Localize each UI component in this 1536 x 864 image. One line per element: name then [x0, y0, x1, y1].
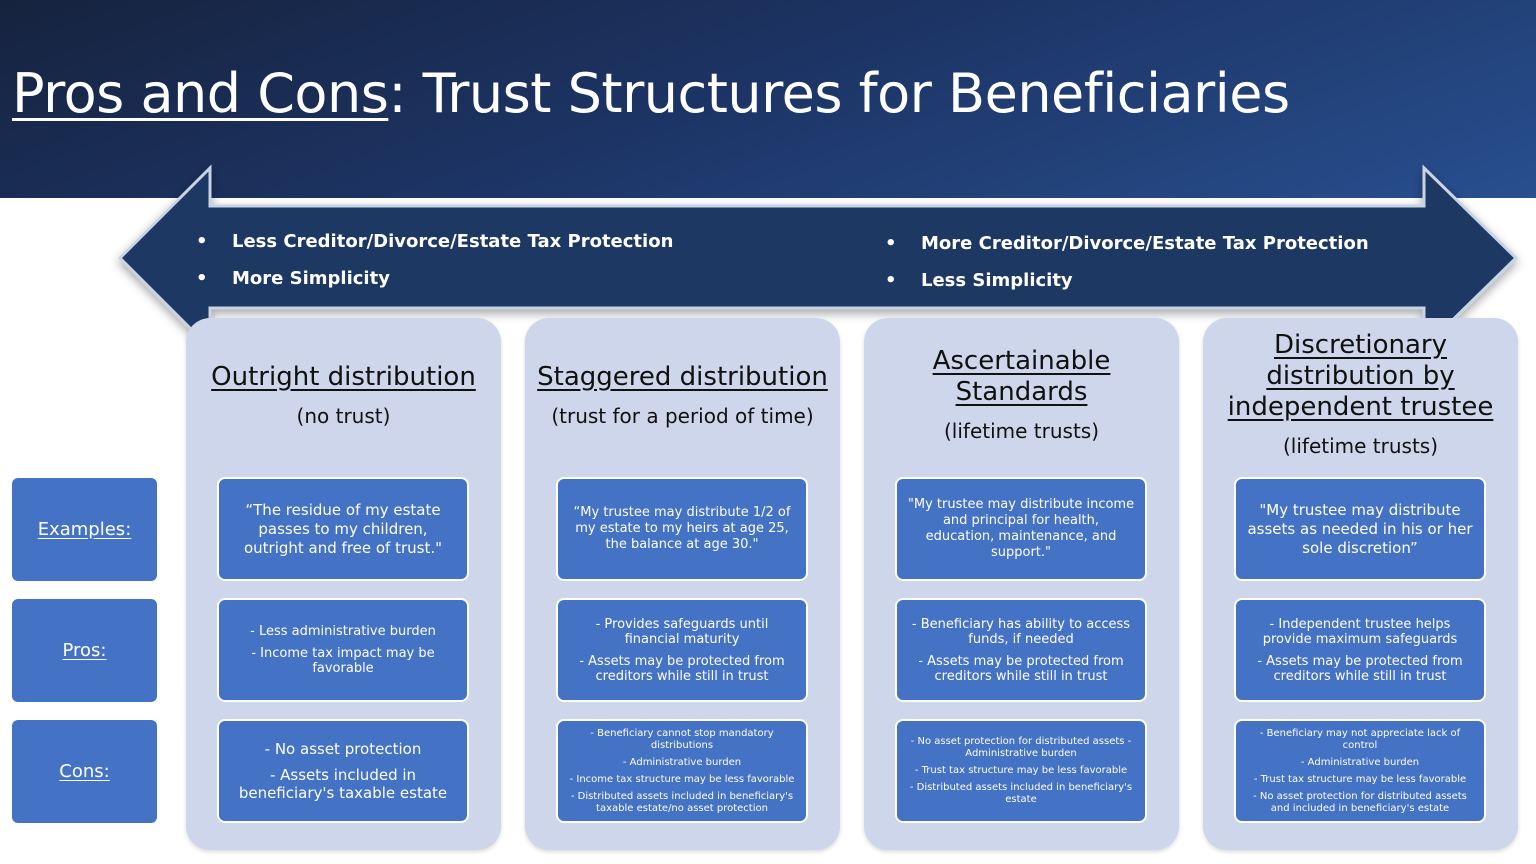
pros-box: - Less administrative burden - Income ta… [217, 598, 469, 702]
row-label-pros: Pros: [12, 599, 157, 702]
arrow-right-bullet: •More Creditor/Divorce/Estate Tax Protec… [885, 233, 1369, 254]
row-label-examples: Examples: [12, 478, 157, 581]
page-title: Pros and Cons: Trust Structures for Bene… [12, 62, 1290, 125]
column-title: Staggered distribution [537, 362, 828, 392]
cons-box: - Beneficiary may not appreciate lack of… [1234, 719, 1486, 823]
column-header: Discretionary distribution by independen… [1203, 330, 1518, 459]
column-header: Staggered distribution (trust for a peri… [525, 362, 840, 429]
column-staggered: Staggered distribution (trust for a peri… [525, 318, 840, 850]
pros-box: - Beneficiary has ability to access fund… [895, 598, 1147, 702]
cons-box: - Beneficiary cannot stop mandatory dist… [556, 719, 808, 823]
title-banner [0, 0, 1536, 198]
column-header: Ascertainable Standards (lifetime trusts… [864, 346, 1179, 444]
arrow-right-bullet: •Less Simplicity [885, 270, 1073, 291]
row-label-cons: Cons: [12, 720, 157, 823]
page-title-rest: : Trust Structures for Beneficiaries [388, 62, 1290, 125]
column-subtitle: (lifetime trusts) [943, 419, 1100, 443]
arrow-left-bullets: •Less Creditor/Divorce/Estate Tax Protec… [196, 232, 673, 306]
column-subtitle: (trust for a period of time) [551, 404, 814, 428]
column-title: Ascertainable Standards [932, 346, 1111, 407]
cons-box: - No asset protection - Assets included … [217, 719, 469, 823]
column-outright: Outright distribution (no trust) “The re… [186, 318, 501, 850]
column-title: Discretionary distribution by independen… [1227, 330, 1494, 422]
page-title-underlined: Pros and Cons [12, 62, 389, 125]
pros-box: - Independent trustee helps provide maxi… [1234, 598, 1486, 702]
pros-box: - Provides safeguards until financial ma… [556, 598, 808, 702]
column-discretionary: Discretionary distribution by independen… [1203, 318, 1518, 850]
example-box: "My trustee may distribute assets as nee… [1234, 477, 1486, 581]
column-title: Outright distribution [211, 362, 476, 392]
column-subtitle: (lifetime trusts) [1282, 434, 1439, 458]
arrow-right-bullets: •More Creditor/Divorce/Estate Tax Protec… [885, 234, 1369, 308]
column-ascertainable: Ascertainable Standards (lifetime trusts… [864, 318, 1179, 850]
example-box: “My trustee may distribute 1/2 of my est… [556, 477, 808, 581]
example-box: “The residue of my estate passes to my c… [217, 477, 469, 581]
column-subtitle: (no trust) [296, 404, 391, 428]
arrow-left-bullet: •Less Creditor/Divorce/Estate Tax Protec… [196, 231, 674, 252]
column-header: Outright distribution (no trust) [186, 362, 501, 429]
cons-box: - No asset protection for distributed as… [895, 719, 1147, 823]
arrow-left-bullet: •More Simplicity [196, 268, 390, 289]
example-box: "My trustee may distribute income and pr… [895, 477, 1147, 581]
